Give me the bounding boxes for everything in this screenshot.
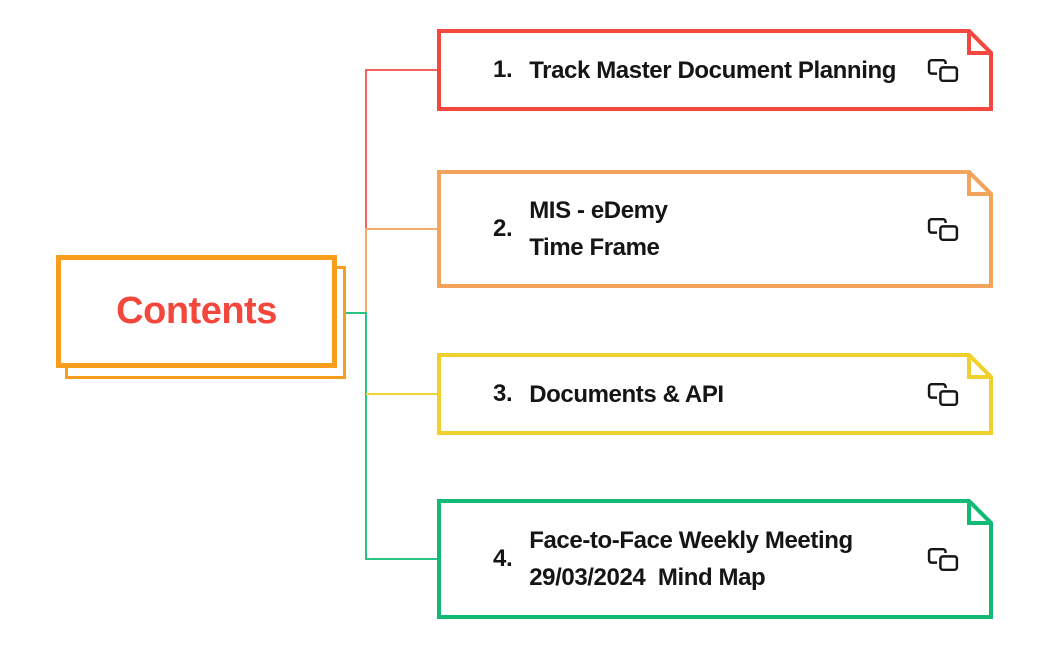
branch-line-4: [346, 312, 437, 560]
topic-title: Documents & API: [529, 380, 724, 408]
document-shape: [437, 499, 993, 619]
folded-corner: [967, 353, 993, 379]
folded-corner: [967, 170, 993, 196]
link-icon[interactable]: [927, 58, 960, 83]
folded-corner: [967, 499, 993, 525]
topic-card-1[interactable]: 1. Track Master Document Planning: [437, 29, 993, 111]
link-icon[interactable]: [927, 382, 960, 407]
document-shape: [437, 353, 993, 435]
topic-card-3[interactable]: 3. Documents & API: [437, 353, 993, 435]
document-shape: [437, 29, 993, 111]
link-icon[interactable]: [927, 217, 960, 242]
folded-corner: [967, 29, 993, 55]
contents-label: Contents: [116, 290, 277, 332]
topic-number: 2.: [493, 215, 513, 242]
topic-card-4[interactable]: 4. Face-to-Face Weekly Meeting 29/03/202…: [437, 499, 993, 619]
document-shape: [437, 170, 993, 288]
branch-line-2: [365, 228, 437, 313]
topic-title: Face-to-Face Weekly Meeting 29/03/2024 M…: [529, 527, 853, 591]
topic-title: MIS - eDemy Time Frame: [529, 197, 668, 261]
topic-number: 1.: [493, 56, 513, 83]
branch-line-1: [365, 69, 437, 229]
topic-card-2[interactable]: 2. MIS - eDemy Time Frame: [437, 170, 993, 288]
topic-number: 3.: [493, 380, 513, 407]
topic-number: 4.: [493, 545, 513, 572]
contents-node[interactable]: Contents: [56, 255, 337, 368]
link-icon[interactable]: [927, 547, 960, 572]
topic-title: Track Master Document Planning: [529, 56, 896, 84]
